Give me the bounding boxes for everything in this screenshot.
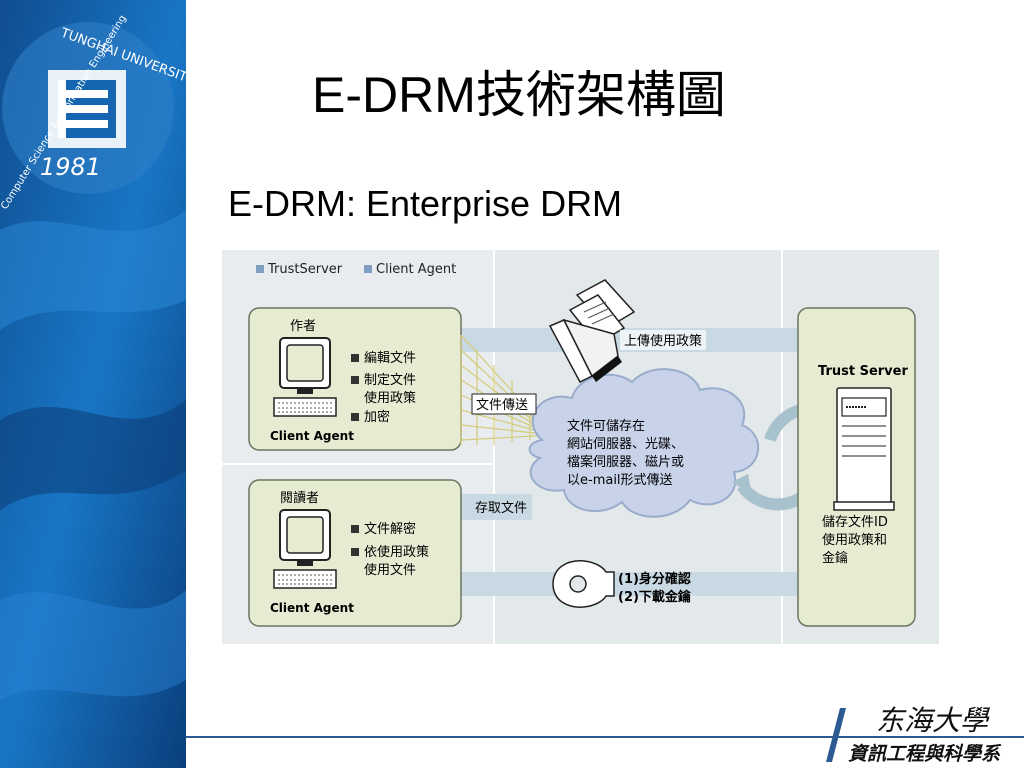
sidebar: 1981 TUNGHAI UNIVERSITY Computer Science… xyxy=(0,0,196,768)
logo-slash-icon xyxy=(826,708,846,762)
slide-subtitle: E-DRM: Enterprise DRM xyxy=(228,183,623,224)
upload-label-bg xyxy=(620,330,706,350)
diagram-canvas: TrustServer Client Agent 作者 xyxy=(222,250,939,644)
trust-server-line-3: 金鑰 xyxy=(822,550,848,566)
key-icon xyxy=(552,560,615,608)
logo-line-1: 东海大學 xyxy=(876,704,991,737)
reader-item-decrypt: 文件解密 xyxy=(364,521,416,537)
reader-item-policy-cont: 使用文件 xyxy=(364,562,416,578)
cloud-line-1: 文件可儲存在 xyxy=(567,419,645,434)
trust-server-line-2: 使用政策和 xyxy=(822,532,887,548)
cloud-line-3: 檔案伺服器、磁片或 xyxy=(567,455,684,470)
cloud-line-4: 以e-mail形式傳送 xyxy=(567,473,673,488)
bullet-icon xyxy=(351,548,359,556)
send-document-label: 文件傳送 xyxy=(476,398,528,413)
key-line-2: (2)下載金鑰 xyxy=(618,589,691,605)
trust-server-panel: Trust Server 儲存文件ID 使用政策和 金鑰 xyxy=(797,307,916,627)
legend-trustserver: TrustServer xyxy=(267,262,343,277)
author-item-policy-cont: 使用政策 xyxy=(364,390,416,406)
footer-rule xyxy=(186,736,1024,738)
trust-server-line-1: 儲存文件ID xyxy=(822,515,888,530)
author-item-encrypt: 加密 xyxy=(364,409,390,425)
reader-title: 閱讀者 xyxy=(280,491,319,506)
sidebar-graphic: 1981 TUNGHAI UNIVERSITY Computer Science… xyxy=(0,0,196,768)
reader-caption: Client Agent xyxy=(270,601,354,615)
document-folder-icon xyxy=(548,279,636,383)
logo-graphic: 东海大學 資訊工程與科學系 xyxy=(826,704,1002,765)
department-logo: 东海大學 資訊工程與科學系 xyxy=(826,700,1024,768)
seal-year: 1981 xyxy=(40,153,101,181)
reader-panel: 閱讀者 Client Agent 文件解密 依使用政策 使用文件 xyxy=(248,479,462,627)
server-icon xyxy=(833,387,895,511)
logo-line-2: 資訊工程與科學系 xyxy=(848,743,1002,765)
send-label-bg xyxy=(471,393,537,415)
legend-trustserver-swatch xyxy=(256,265,264,273)
bullet-icon xyxy=(351,376,359,384)
edrm-architecture-diagram: TrustServer Client Agent 作者 xyxy=(222,250,939,644)
legend-client-swatch xyxy=(364,265,372,273)
upload-policy-label: 上傳使用政策 xyxy=(624,333,702,349)
bullet-icon xyxy=(351,413,359,421)
reader-computer-icon xyxy=(273,509,337,589)
bullet-icon xyxy=(351,525,359,533)
author-computer-icon xyxy=(273,337,337,417)
key-line-1: (1)身分確認 xyxy=(618,571,691,587)
bullet-icon xyxy=(351,354,359,362)
cloud-line-2: 網站伺服器、光碟、 xyxy=(567,437,684,452)
key-exchange-arrow xyxy=(430,564,820,604)
author-title: 作者 xyxy=(290,319,316,334)
sync-arrowhead xyxy=(732,474,752,496)
author-item-policy: 制定文件 xyxy=(364,373,416,388)
trust-server-title: Trust Server xyxy=(818,364,908,379)
author-caption: Client Agent xyxy=(270,429,354,443)
slide-title: E-DRM技術架構圖 xyxy=(312,67,726,123)
storage-cloud-icon xyxy=(528,368,760,518)
legend-client-agent: Client Agent xyxy=(376,262,456,277)
retrieve-document-label: 存取文件 xyxy=(475,501,527,516)
author-item-edit: 編輯文件 xyxy=(364,350,416,366)
author-panel: 作者 Client Agent 編輯文件 制定文件 使用政策 加密 xyxy=(248,307,462,451)
reader-item-policy: 依使用政策 xyxy=(364,544,429,560)
university-seal-icon xyxy=(2,22,174,194)
